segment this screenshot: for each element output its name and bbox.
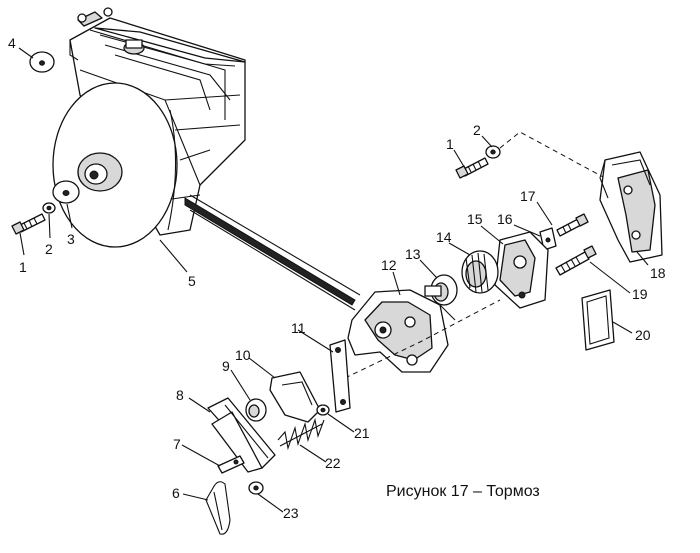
- part-11-plate: [329, 339, 351, 413]
- part-12-lever: [347, 289, 456, 373]
- part-7-pin: [217, 455, 245, 474]
- part-22-spring: [277, 417, 325, 451]
- part-2-washer: [42, 202, 56, 214]
- callout-8: 8: [176, 387, 184, 403]
- callout-19: 19: [632, 286, 648, 302]
- callout-14: 14: [436, 229, 452, 245]
- callout-6: 6: [172, 485, 180, 501]
- part-10-bracket: [269, 371, 321, 423]
- part-20-pad: [581, 289, 615, 351]
- callout-12: 12: [381, 257, 397, 273]
- callout-5: 5: [188, 273, 196, 289]
- callout-3: 3: [67, 231, 75, 247]
- callout-21: 21: [354, 425, 370, 441]
- callout-17: 17: [520, 188, 536, 204]
- alignment-line-upper: [499, 131, 606, 179]
- callout-2-upper: 2: [473, 122, 481, 138]
- alignment-line-middle: [344, 299, 501, 379]
- callout-2: 2: [45, 241, 53, 257]
- part-14-piston: [461, 250, 499, 294]
- part-18-bracket: [599, 151, 663, 263]
- callout-20: 20: [635, 327, 651, 343]
- part-4-washer: [29, 51, 55, 73]
- part-19-screw: [555, 245, 597, 276]
- callout-11: 11: [291, 320, 306, 336]
- part-21-washer: [316, 404, 330, 416]
- callout-4: 4: [8, 35, 16, 51]
- part-15-caliper: [494, 231, 549, 309]
- callout-numbers: 4 3 2 1 5 1 2 17 16 15 14 13 12 18 19 20…: [8, 35, 666, 521]
- callout-7: 7: [173, 436, 181, 452]
- brake-disc: [52, 82, 178, 248]
- callout-16: 16: [497, 211, 513, 227]
- shaft-rod: [184, 194, 361, 311]
- part-9-nut: [245, 398, 267, 422]
- callout-23: 23: [283, 505, 299, 521]
- leader-lines: [18, 47, 649, 513]
- part-8-fork: [207, 397, 276, 473]
- callout-1: 1: [19, 259, 27, 275]
- part-23-nut: [248, 481, 264, 495]
- part-2-washer-upper: [485, 145, 501, 159]
- part-6-cotter: [205, 481, 231, 535]
- callout-10: 10: [235, 347, 251, 363]
- callout-9: 9: [222, 358, 230, 374]
- callout-18: 18: [650, 265, 666, 281]
- part-1-bolt-upper: [455, 157, 489, 179]
- callout-13: 13: [405, 246, 421, 262]
- callout-1-upper: 1: [446, 136, 454, 152]
- callout-22: 22: [325, 455, 341, 471]
- figure-caption: Рисунок 17 – Тормоз: [386, 483, 540, 500]
- part-17-bolt: [556, 213, 589, 237]
- callout-15: 15: [467, 211, 483, 227]
- part-1-bolt: [11, 213, 46, 235]
- part-13-piston: [424, 274, 458, 306]
- part-3-washer: [52, 180, 80, 204]
